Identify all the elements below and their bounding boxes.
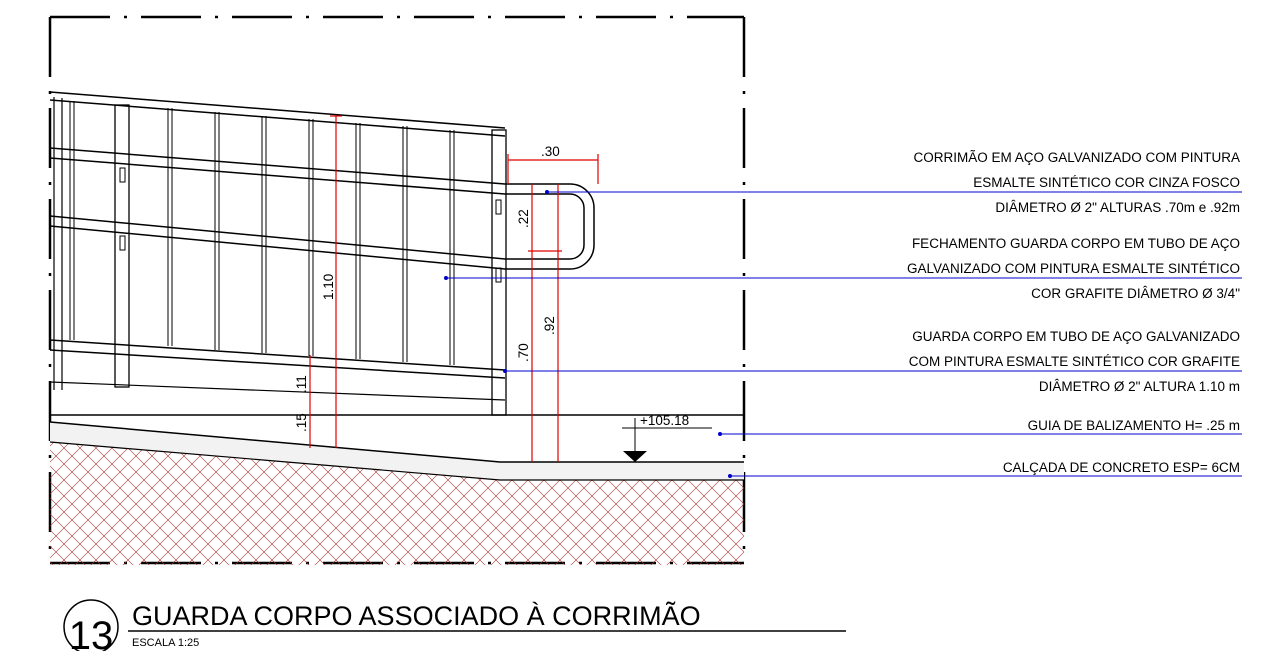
title-block: 13 GUARDA CORPO ASSOCIADO À CORRIMÃO ESC… [63, 599, 846, 651]
svg-text:COR GRAFITE DIÂMETRO Ø 3/4": COR GRAFITE DIÂMETRO Ø 3/4" [1031, 286, 1240, 301]
dim-lower-rail-height: .70 [516, 343, 531, 362]
dim-curb-top: .11 [294, 375, 309, 393]
svg-text:COM PINTURA ESMALTE SINTÉTICO: COM PINTURA ESMALTE SINTÉTICO COR GRAFIT… [909, 354, 1240, 369]
dim-curb-bottom: .15 [294, 413, 309, 432]
svg-text:ESMALTE SINTÉTICO COR CINZA FO: ESMALTE SINTÉTICO COR CINZA FOSCO [973, 175, 1240, 190]
svg-text:GUIA DE BALIZAMENTO H= .25 m: GUIA DE BALIZAMENTO H= .25 m [1028, 418, 1240, 433]
guard-rail-structure [50, 91, 595, 416]
dim-handrail-projection: .30 [541, 144, 560, 159]
detail-title: GUARDA CORPO ASSOCIADO À CORRIMÃO [132, 600, 701, 631]
dim-guard-height: 1.10 [321, 274, 336, 300]
note-infill: FECHAMENTO GUARDA CORPO EM TUBO DE AÇO G… [907, 236, 1240, 301]
concrete-sidewalk [50, 422, 744, 480]
note-handrail: CORRIMÃO EM AÇO GALVANIZADO COM PINTURA … [913, 150, 1240, 215]
svg-text:FECHAMENTO GUARDA CORPO EM TUB: FECHAMENTO GUARDA CORPO EM TUBO DE AÇO [912, 236, 1240, 251]
leader-lines [446, 191, 1242, 477]
svg-text:DIÂMETRO Ø 2" ALTURAS .70m e .: DIÂMETRO Ø 2" ALTURAS .70m e .92m [995, 200, 1240, 215]
detail-number: 13 [69, 614, 114, 651]
svg-text:GALVANIZADO COM PINTURA ESMALT: GALVANIZADO COM PINTURA ESMALTE SINTÉTIC… [907, 261, 1240, 276]
svg-text:CALÇADA DE CONCRETO ESP= 6CM: CALÇADA DE CONCRETO ESP= 6CM [1003, 460, 1240, 475]
svg-text:DIÂMETRO Ø 2" ALTURA 1.10 m: DIÂMETRO Ø 2" ALTURA 1.10 m [1039, 379, 1240, 394]
svg-text:CORRIMÃO EM AÇO GALVANIZADO CO: CORRIMÃO EM AÇO GALVANIZADO COM PINTURA [913, 150, 1240, 165]
level-label: +105.18 [640, 413, 689, 428]
level-marker [622, 418, 712, 462]
note-sidewalk: CALÇADA DE CONCRETO ESP= 6CM [1003, 460, 1240, 475]
dim-upper-rail-height: .92 [542, 316, 557, 335]
detail-scale: ESCALA 1:25 [132, 637, 199, 649]
dimension-lines [309, 115, 599, 462]
svg-text:GUARDA CORPO EM TUBO DE AÇO GA: GUARDA CORPO EM TUBO DE AÇO GALVANIZADO [912, 329, 1240, 344]
note-guard-rail: GUARDA CORPO EM TUBO DE AÇO GALVANIZADO … [909, 329, 1240, 394]
dim-rail-spacing: .22 [516, 209, 531, 228]
note-curb: GUIA DE BALIZAMENTO H= .25 m [1028, 418, 1240, 433]
